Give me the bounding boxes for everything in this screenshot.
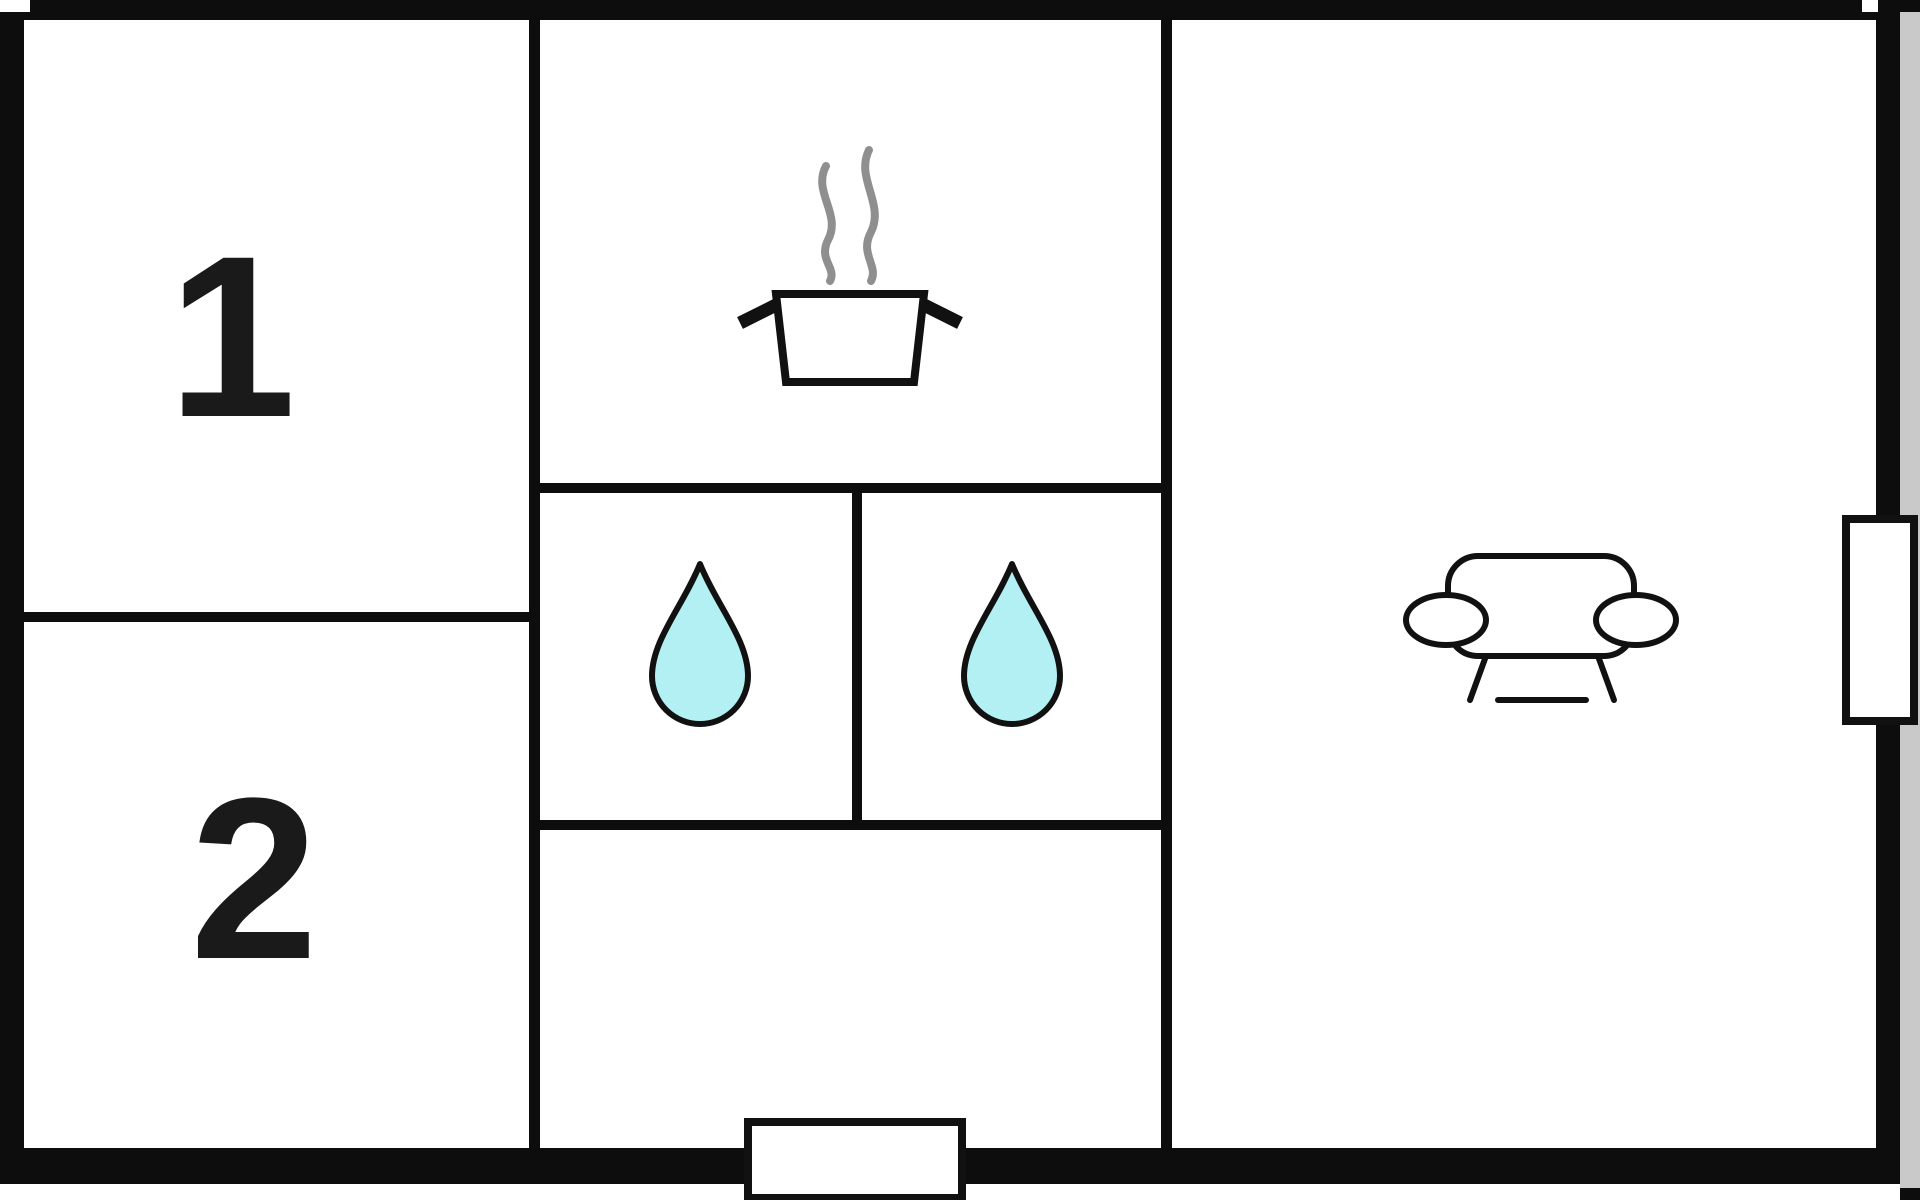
pot-handle-right bbox=[919, 298, 963, 329]
sofa-armrest-right bbox=[1593, 592, 1679, 648]
top-left-notch bbox=[0, 0, 30, 12]
pot-body bbox=[771, 290, 929, 386]
strip-bottom-cap bbox=[1900, 1188, 1920, 1200]
sofa-legs bbox=[1467, 653, 1617, 703]
strip-top-cap bbox=[1900, 0, 1920, 12]
bedroom-divider-wall bbox=[0, 612, 540, 622]
pot-handle-left bbox=[737, 298, 781, 329]
top-right-notch bbox=[1862, 0, 1878, 12]
sofa-icon bbox=[1403, 553, 1679, 703]
kitchen-bottom-wall bbox=[529, 483, 1172, 493]
sofa-armrest-left bbox=[1403, 592, 1489, 648]
inner-wall-left-vertical bbox=[529, 0, 540, 1184]
sofa-leg-left bbox=[1467, 653, 1489, 703]
outer-wall-left bbox=[0, 0, 24, 1184]
steam-icon bbox=[818, 146, 879, 285]
bathroom-divider-wall bbox=[852, 483, 862, 830]
cooking-pot-icon bbox=[737, 146, 963, 386]
window-marker bbox=[1842, 515, 1918, 725]
sofa-leg-right bbox=[1595, 653, 1617, 703]
steam-wisp-right bbox=[861, 146, 879, 285]
bathroom-bottom-wall bbox=[529, 820, 1172, 830]
room-1-label: 1 bbox=[168, 208, 296, 465]
outer-wall-top bbox=[0, 0, 1900, 20]
door-marker bbox=[744, 1118, 966, 1200]
inner-wall-right-vertical bbox=[1161, 0, 1172, 1184]
room-2-label: 2 bbox=[190, 750, 318, 1007]
steam-wisp-left bbox=[818, 162, 836, 285]
